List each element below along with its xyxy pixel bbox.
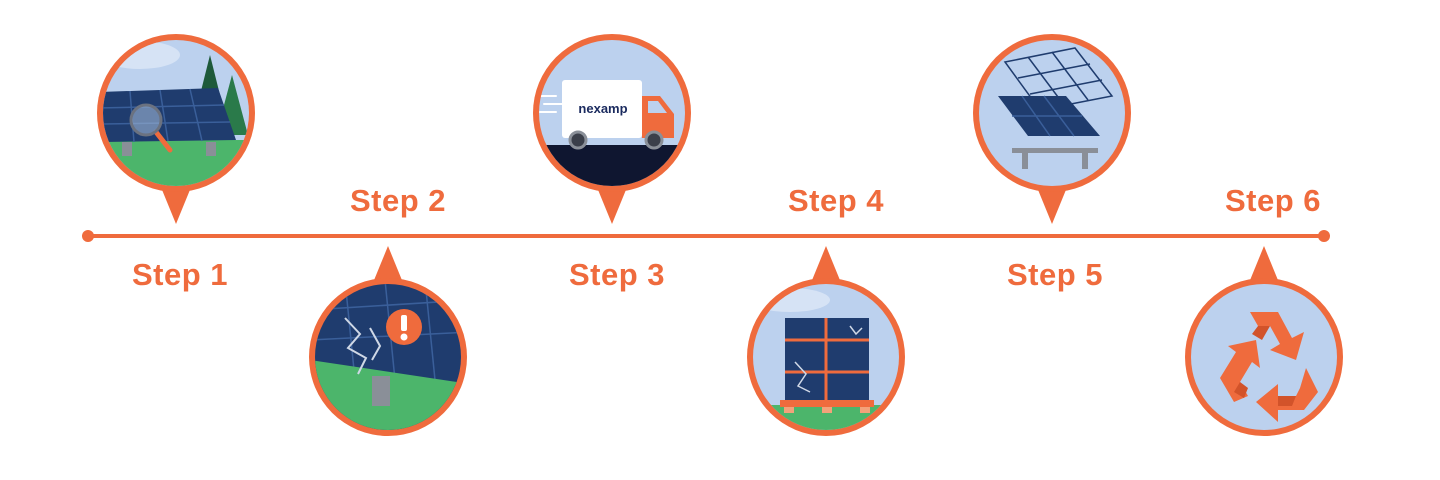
timeline-end-dot xyxy=(1318,230,1330,242)
step-5-label: Step 5 xyxy=(1006,257,1104,292)
delivery-truck-icon: nexamp xyxy=(533,34,691,224)
step-6-label: Step 6 xyxy=(1224,183,1322,218)
step-2-label: Step 2 xyxy=(349,183,447,218)
step-3-label: Step 3 xyxy=(568,257,666,292)
solar-inspection-icon xyxy=(97,34,255,224)
recycle-icon xyxy=(1185,246,1343,436)
damaged-panel-alert-icon xyxy=(309,246,467,436)
broken-panels-pallet-icon xyxy=(747,246,905,436)
timeline-start-dot xyxy=(82,230,94,242)
step-4-label: Step 4 xyxy=(787,183,885,218)
step-1-label: Step 1 xyxy=(131,257,229,292)
truck-brand-text: nexamp xyxy=(578,101,627,116)
panel-disassembly-icon xyxy=(973,34,1131,224)
